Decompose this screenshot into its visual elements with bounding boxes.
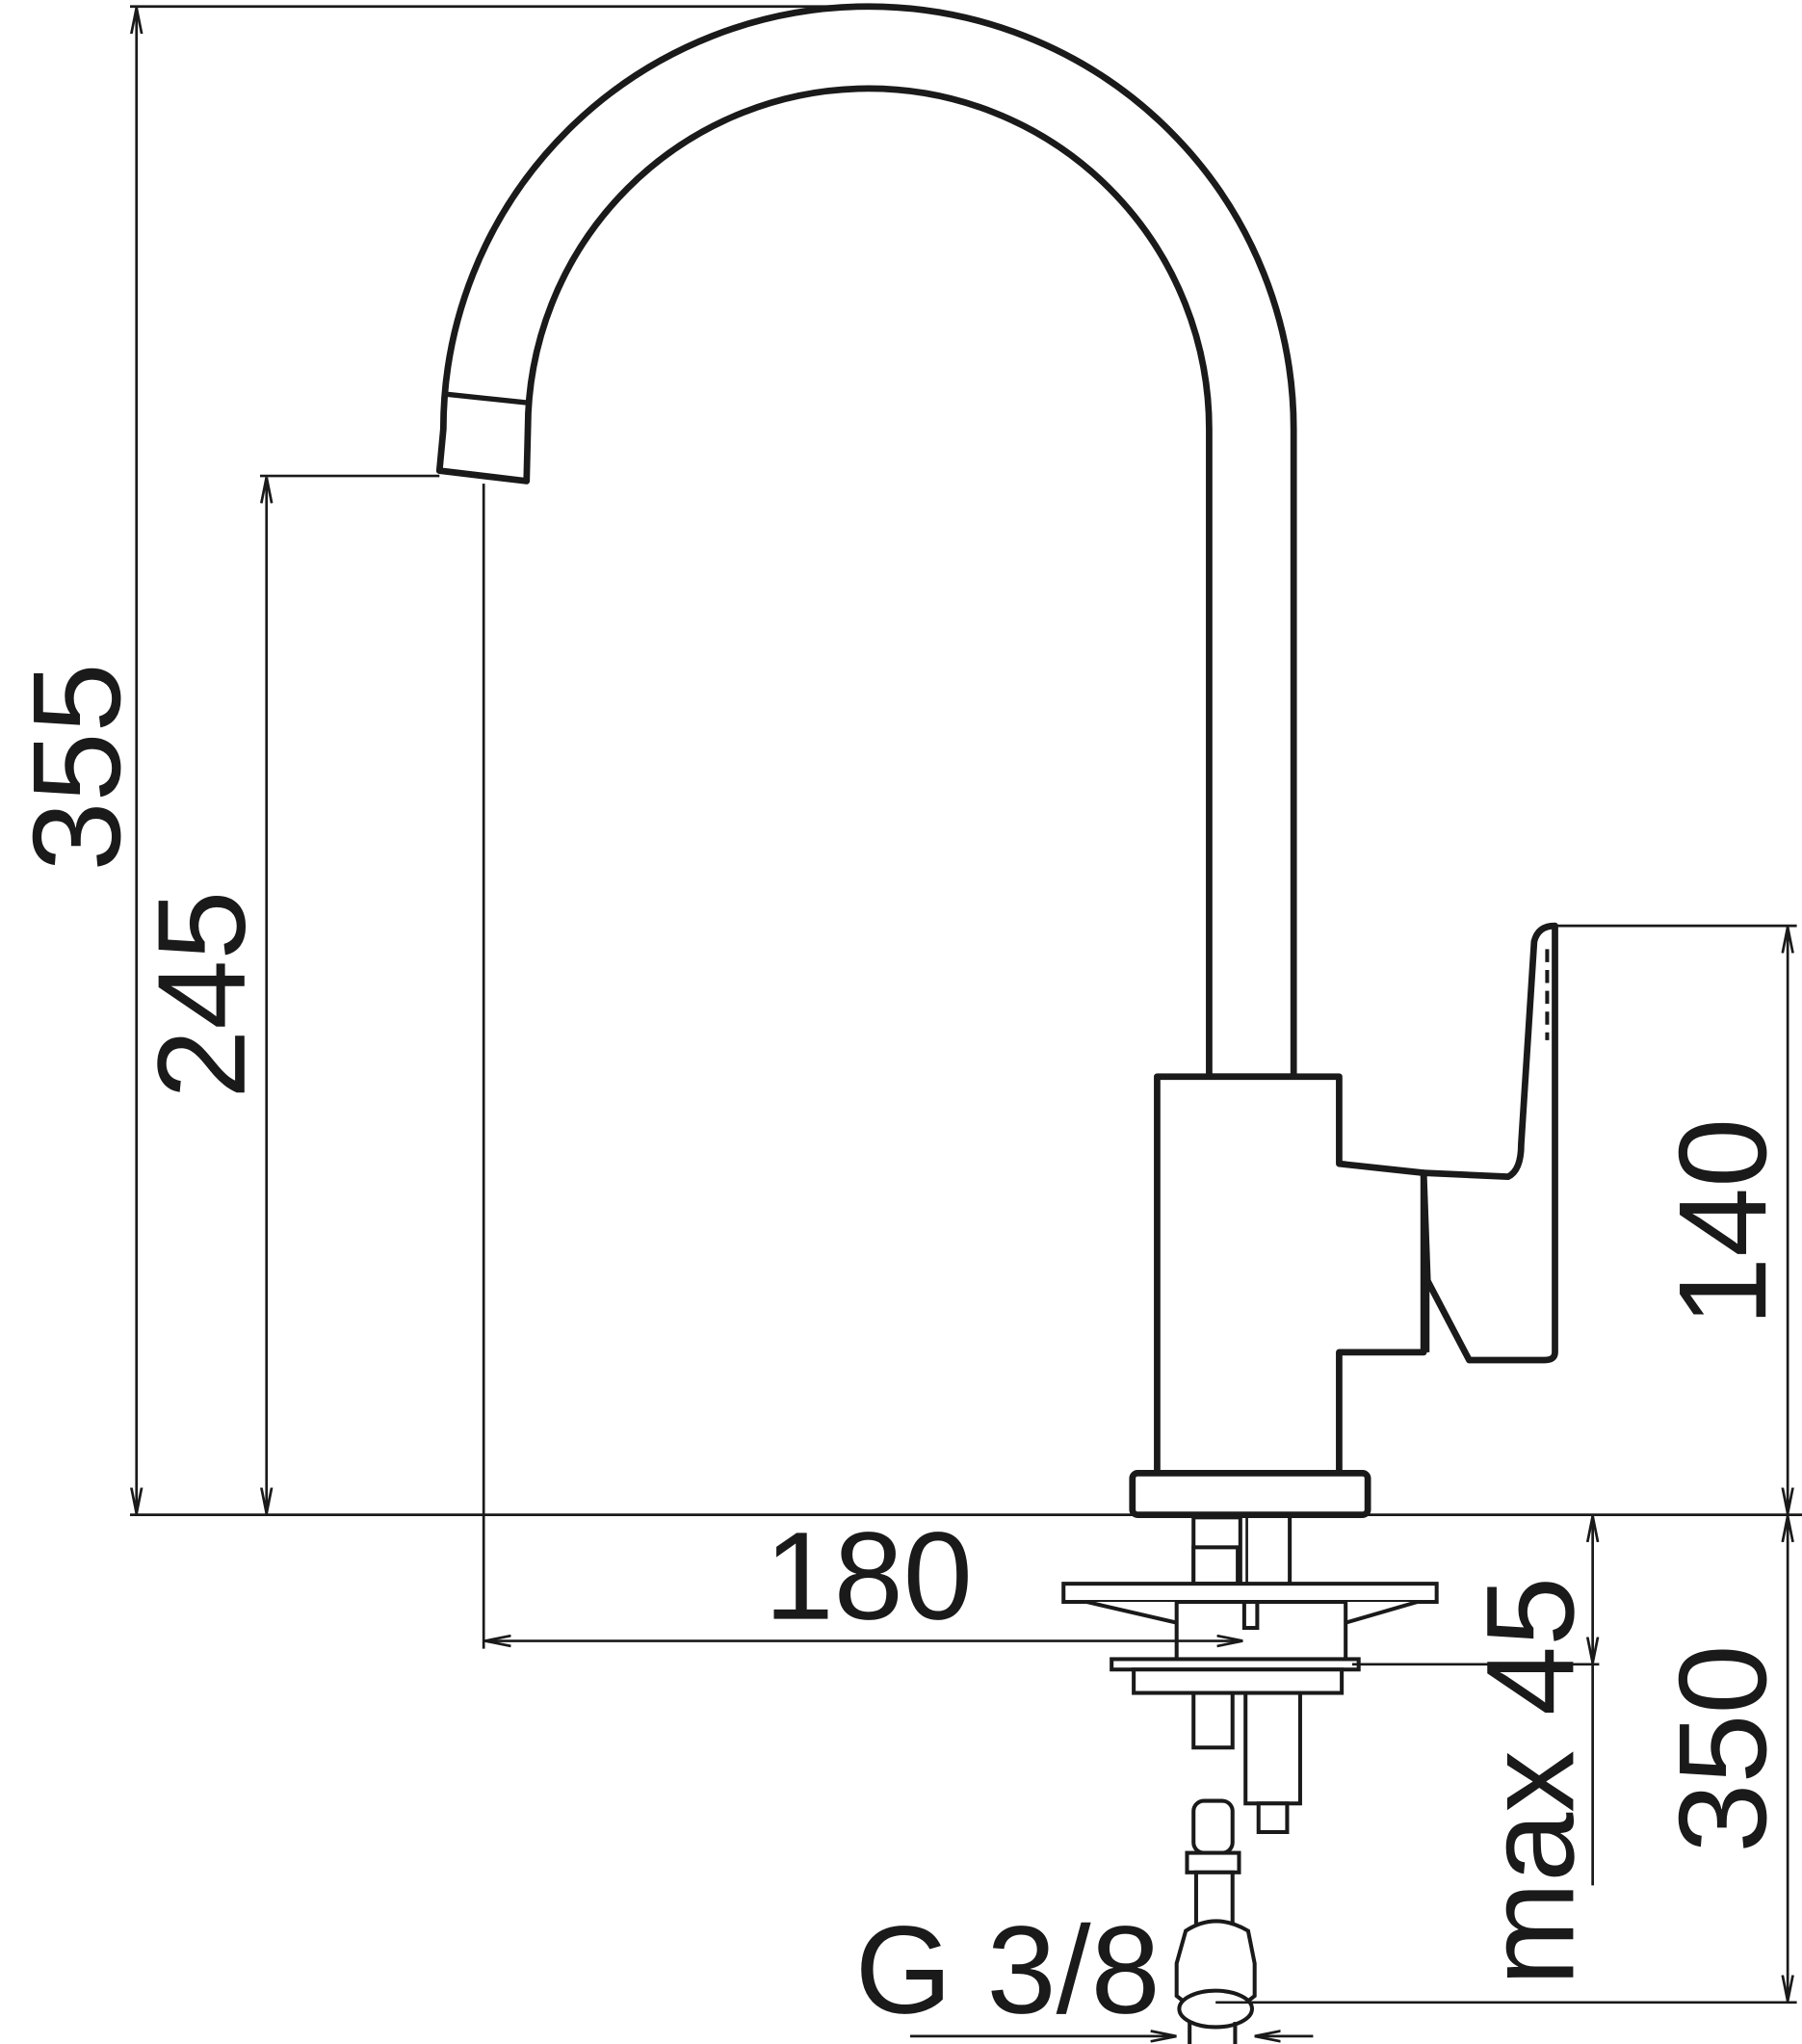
fixing-kit bbox=[1061, 1515, 1439, 2044]
dimension-hose-length: 350 bbox=[1654, 1644, 1792, 1852]
base-ring bbox=[1129, 1470, 1371, 1518]
dimension-total-height: 355 bbox=[8, 663, 146, 871]
dimension-spout-reach: 180 bbox=[765, 1507, 973, 1646]
dimension-lines bbox=[129, 5, 1802, 2036]
dimension-lever-height: 140 bbox=[1654, 1118, 1792, 1326]
connection-thread-label: G 3/8 bbox=[855, 1901, 1161, 2040]
spout bbox=[435, 3, 1297, 1081]
faucet-body bbox=[1154, 1073, 1427, 1480]
lever-handle bbox=[1420, 922, 1558, 1364]
dimension-max-deck: max 45 bbox=[1461, 1577, 1600, 1986]
dimension-spout-height: 245 bbox=[133, 891, 272, 1099]
